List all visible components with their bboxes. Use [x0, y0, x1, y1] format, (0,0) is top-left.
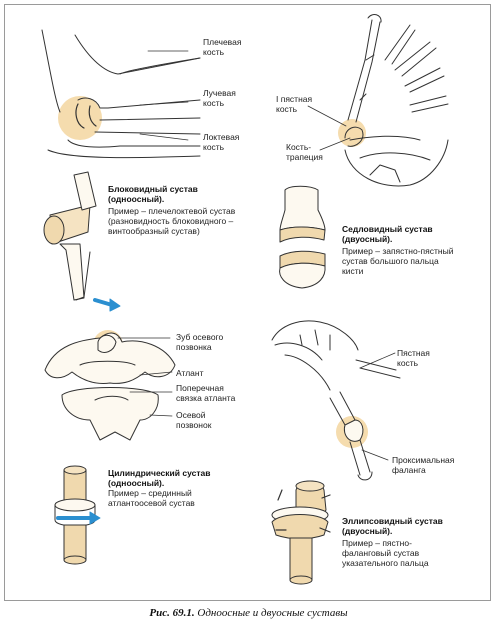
pivot-joint-model	[54, 465, 101, 565]
atlas-axis-drawing	[44, 330, 176, 441]
finger-skeleton-drawing	[271, 320, 401, 481]
caption-number: Рис. 69.1.	[149, 607, 195, 619]
figure-caption: Рис. 69.1. Одноосные и двуосные суставы	[0, 607, 497, 619]
pivot-example: Пример – срединный атлантоосевой сустав	[108, 488, 195, 508]
saddle-joint-model	[279, 185, 326, 289]
caption-text: Одноосные и двуосные суставы	[197, 607, 348, 619]
label-first-metacarpal: I пястная кость	[276, 94, 313, 114]
label-atlas: Атлант	[176, 368, 204, 378]
figure-frame	[4, 4, 491, 601]
label-transverse-ligament: Поперечная связка атланта	[176, 383, 236, 403]
label-axis: Осевой позвонок	[176, 410, 212, 430]
label-humerus: Плечевая кость	[203, 37, 242, 57]
label-trapezium: Кость- трапеция	[286, 142, 323, 162]
ellipsoid-example: Пример – пястно- фаланговый сустав указа…	[342, 538, 429, 568]
ellipsoid-title: Эллипсовидный сустав (двуосный).	[342, 516, 443, 536]
hinge-example: Пример – плечелоктевой сустав (разновидн…	[108, 206, 236, 236]
hand-skeleton-drawing	[307, 14, 449, 187]
label-ulna: Локтевая кость	[203, 132, 240, 152]
label-metacarpal: Пястная кость	[397, 348, 430, 368]
saddle-title: Седловидный сустав (двуосный).	[342, 224, 433, 244]
label-proximal-phalanx: Проксимальная фаланга	[392, 455, 455, 475]
label-radius: Лучевая кость	[203, 88, 236, 108]
ellipsoid-joint-model	[271, 480, 331, 585]
pivot-title: Цилиндрический сустав (одноосный).	[108, 468, 211, 488]
hinge-title: Блоковидный сустав (одноосный).	[108, 184, 198, 204]
hinge-joint-model	[43, 171, 121, 312]
saddle-example: Пример – запястно-пястный сустав большог…	[342, 246, 454, 276]
label-dens: Зуб осевого позвонка	[176, 332, 224, 352]
elbow-joint-drawing	[41, 29, 201, 159]
